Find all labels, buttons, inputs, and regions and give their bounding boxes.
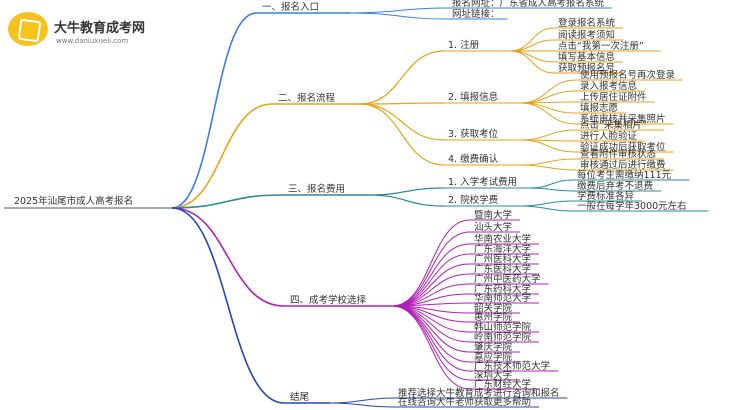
branch-label-4: 四、成考学校选择	[290, 294, 367, 306]
branch-3-sub-2-label: 2. 院校学费	[448, 194, 498, 206]
branch-2-sub-2-leaf-connector-2	[519, 90, 577, 104]
branch-4-leaf-connector-3	[391, 243, 471, 307]
branch-4-leaf-connector-6	[391, 273, 471, 307]
logo-url: www.daniuxueli.com	[56, 37, 129, 45]
branch-2-sub-1-leaf-connector-5	[509, 50, 555, 74]
site-logo[interactable]: 大牛教育成考网 www.daniuxueli.com	[8, 8, 178, 52]
branch-5-leaf-connector-1	[329, 397, 395, 404]
branch-label-5: 结尾	[290, 391, 309, 403]
branch-4-leaf-11: 惠州学院	[474, 311, 513, 323]
branch-1-leaf-1: 报名网址：广东省成人高考报名系统	[452, 0, 605, 9]
branch-2-sub-1-leaf-5: 获取预报名号	[558, 62, 615, 74]
branch-2-sub-2-leaf-5: 系统审核并采集照片	[580, 113, 666, 125]
branch-3-sub-1-leaf-1: 每位考生需缴纳111元	[577, 169, 672, 181]
branch-label-2: 二、报名流程	[278, 92, 336, 104]
branch-5-leaf-1: 推荐选择大牛教育成考进行咨询和报名	[398, 387, 560, 399]
branch-connector-3	[171, 194, 283, 209]
branch-4-leaf-16: 广东技术师范大学	[474, 360, 550, 372]
branch-label-3: 三、报名费用	[288, 183, 345, 195]
branch-2-sub-1-leaf-2: 阅读报考须知	[558, 29, 615, 41]
branch-3-sub-1-leaf-connector-1	[529, 179, 574, 189]
branch-4-leaf-8: 广东药科大学	[474, 283, 531, 295]
branch-4-leaf-10: 韶关学院	[474, 302, 513, 314]
branch-4-leaf-connector-4	[391, 253, 471, 307]
branch-2-sub-1-leaf-1: 登录报名系统	[558, 17, 616, 29]
branch-connector-4	[171, 207, 285, 307]
branch-4-leaf-connector-1	[391, 219, 471, 307]
branch-connector-1	[171, 12, 257, 209]
branch-2-sub-connector-1	[359, 50, 445, 105]
branch-1-leaf-2: 网址链接：	[452, 8, 500, 20]
branch-4-leaf-14: 肇庆学院	[474, 341, 513, 353]
branch-2-sub-1-label: 1. 注册	[448, 39, 480, 51]
branch-2-sub-2-label: 2. 填报信息	[448, 91, 498, 103]
branch-4-leaf-connector-2	[391, 231, 471, 307]
branch-3-sub-2-leaf-2: 一般在每学年3000元左右	[577, 200, 687, 212]
branch-1-leaf-connector-1	[349, 7, 449, 14]
branch-2-sub-4-leaf-connector-2	[519, 164, 577, 171]
branch-3-sub-1-label: 1. 入学考试费用	[448, 176, 517, 188]
branch-4-leaf-1: 暨南大学	[474, 209, 512, 221]
branch-2-sub-1-leaf-connector-2	[509, 39, 555, 52]
branch-2-sub-connector-2	[359, 102, 445, 105]
branch-2-sub-2-leaf-1: 使用预报名号再次登录	[580, 69, 676, 81]
branch-connector-2	[171, 103, 273, 209]
branch-4-leaf-15: 嘉应学院	[474, 351, 513, 363]
branch-2-sub-3-leaf-connector-1	[519, 129, 577, 141]
branch-4-leaf-connector-18	[391, 305, 471, 390]
graduation-cap-icon	[8, 12, 48, 46]
branch-2-sub-1-leaf-4: 填写基本信息	[558, 51, 615, 63]
branch-2-sub-4-leaf-connector-1	[519, 158, 577, 166]
branch-3-sub-connector-2	[367, 194, 445, 207]
branch-4-leaf-3: 华南农业大学	[474, 233, 531, 245]
branch-4-leaf-2: 汕头大学	[474, 221, 512, 233]
branch-2-sub-3-leaf-3: 验证成功后获取考位	[580, 141, 666, 153]
branch-4-leaf-connector-16	[391, 305, 471, 372]
branch-3-sub-2-leaf-1: 学费标准各异	[577, 190, 635, 202]
branch-2-sub-1-leaf-connector-1	[509, 27, 555, 52]
branch-5-leaf-2: 在线咨询大牛老师获取更多帮助	[398, 396, 531, 408]
branch-2-sub-2-leaf-connector-4	[519, 102, 577, 114]
branch-2-sub-4-leaf-1: 查看附件审核状态	[580, 148, 657, 160]
branch-2-sub-3-leaf-1: 点击“采集相片”	[580, 119, 647, 131]
branch-3-sub-1-leaf-2: 缴费后弃考不退费	[577, 180, 653, 192]
branch-4-leaf-5: 广州医科大学	[474, 253, 531, 265]
branch-2-sub-connector-3	[359, 103, 445, 141]
branch-4-leaf-17: 深圳大学	[474, 369, 512, 381]
branch-4-leaf-13: 岭南师范学院	[474, 331, 532, 343]
branch-2-sub-connector-4	[359, 103, 445, 166]
branch-2-sub-3-label: 3. 获取考位	[448, 128, 499, 140]
branch-4-leaf-9: 华南师范大学	[474, 292, 531, 304]
branch-2-sub-1-leaf-3: 点击“我第一次注册”	[558, 40, 644, 52]
branch-5-leaf-connector-2	[329, 402, 395, 408]
branch-1-leaf-connector-2	[349, 12, 449, 20]
branch-2-sub-3-leaf-connector-3	[519, 139, 577, 153]
branch-2-sub-2-leaf-2: 录入报考信息	[580, 80, 637, 92]
branch-4-leaf-7: 广州中医药大学	[474, 273, 541, 285]
branch-3-sub-2-leaf-connector-1	[519, 200, 574, 207]
branch-2-sub-2-leaf-4: 填报志愿	[580, 102, 618, 114]
branch-4-leaf-4: 广东海洋大学	[474, 243, 531, 255]
logo-name: 大牛教育成考网	[54, 21, 146, 36]
branch-label-1: 一、报名入口	[262, 1, 319, 13]
branch-3-sub-1-leaf-connector-2	[529, 187, 574, 192]
branch-2-sub-3-leaf-2: 进行人脸验证	[580, 130, 638, 142]
branch-2-sub-2-leaf-connector-5	[519, 102, 577, 125]
branch-connector-5	[171, 207, 285, 404]
branch-2-sub-1-leaf-connector-4	[509, 50, 555, 63]
branch-4-leaf-12: 韩山师范学院	[474, 321, 532, 333]
root-node-label: 2025年汕尾市成人高考报名	[14, 195, 133, 207]
branch-2-sub-4-label: 4. 缴费确认	[448, 153, 499, 165]
branch-2-sub-4-leaf-2: 审核通过后进行缴费	[580, 159, 666, 171]
branch-4-leaf-connector-13	[391, 305, 471, 343]
branch-3-sub-connector-1	[367, 187, 445, 196]
branch-4-leaf-18: 广东财经大学	[474, 378, 531, 390]
branch-2-sub-2-leaf-3: 上传居住证附件	[580, 91, 647, 103]
branch-4-leaf-6: 广东医科大学	[474, 263, 531, 275]
branch-3-sub-2-leaf-connector-2	[519, 205, 574, 212]
